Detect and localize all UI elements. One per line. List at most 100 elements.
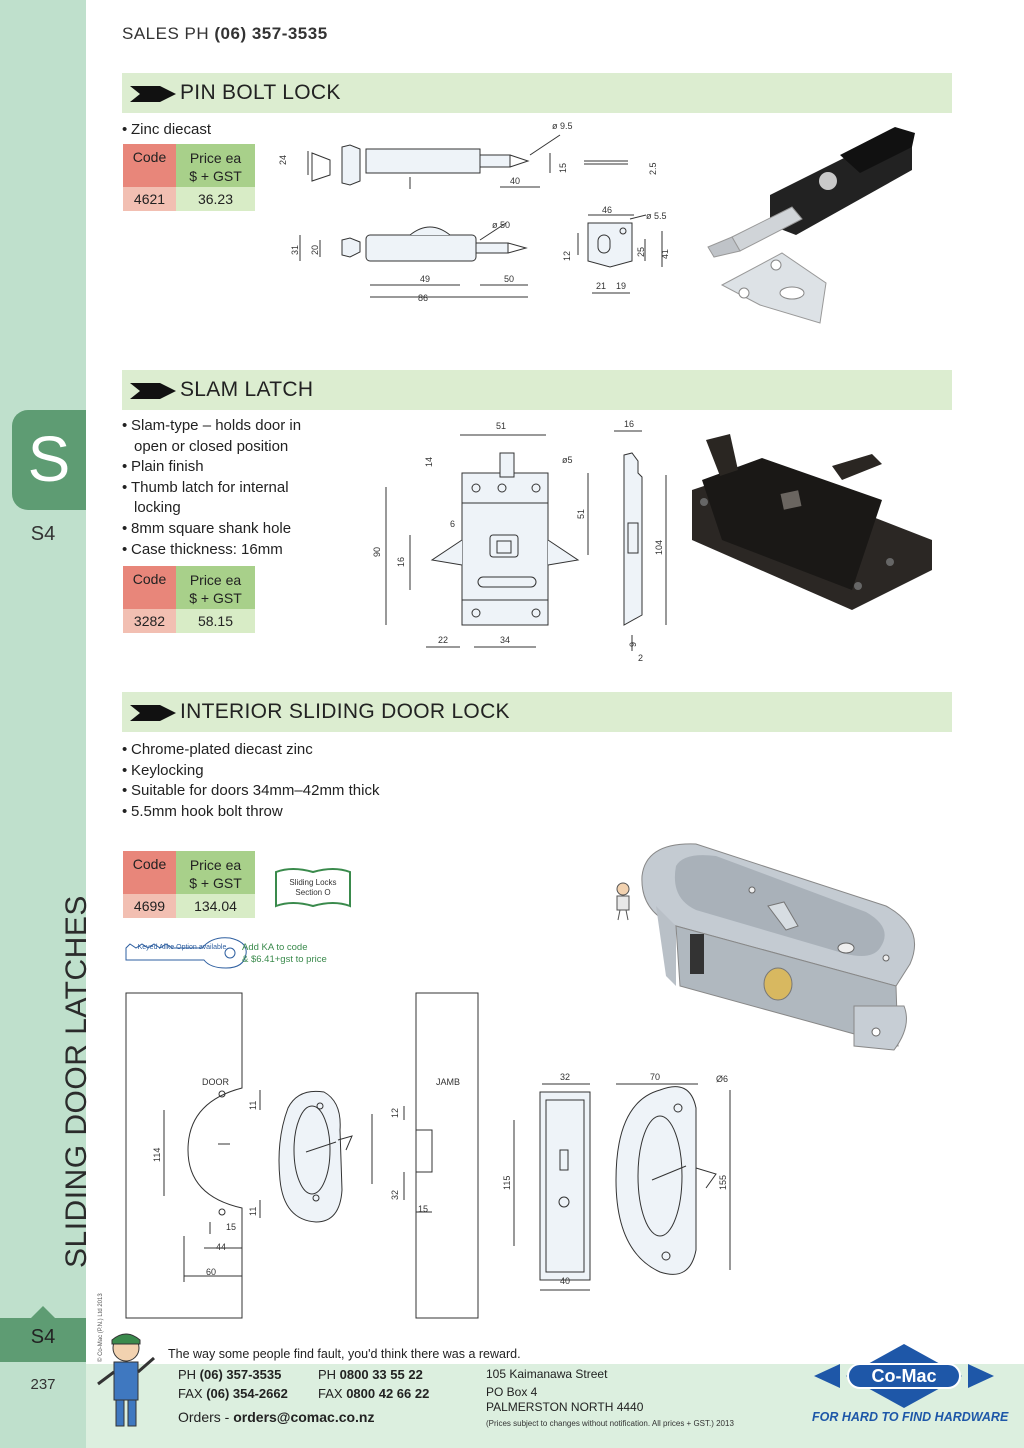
dimension-label: 25 bbox=[636, 247, 646, 257]
sidebar bbox=[0, 0, 86, 1448]
dimension-label: 11 bbox=[248, 1101, 258, 1110]
footer-tagline: The way some people find fault, you'd th… bbox=[168, 1347, 521, 1361]
dimension-label: 44 bbox=[216, 1242, 226, 1252]
feature-item: •5.5mm hook bolt throw bbox=[122, 802, 283, 820]
dimension-label: 40 bbox=[560, 1276, 570, 1286]
dimension-label: Ø6 bbox=[716, 1074, 728, 1084]
dimension-label: 6 bbox=[450, 519, 455, 529]
dimension-label: 12 bbox=[390, 1108, 400, 1118]
footer-fax-free: FAX 0800 42 66 22 bbox=[318, 1386, 430, 1401]
book-icon bbox=[275, 868, 351, 908]
dimension-label: 24 bbox=[278, 155, 288, 165]
bottom-code-tab: S4 bbox=[0, 1306, 86, 1362]
svg-text:Co-Mac: Co-Mac bbox=[871, 1366, 936, 1386]
dimension-label: 155 bbox=[718, 1175, 728, 1190]
dimension-label: 51 bbox=[576, 509, 586, 519]
section-tab[interactable]: S bbox=[12, 410, 86, 510]
dimension-label: 115 bbox=[502, 1176, 512, 1190]
feature-item: •Chrome-plated diecast zinc bbox=[122, 741, 313, 758]
dimension-label: 49 bbox=[420, 274, 430, 284]
price-header: Price ea$ + GST bbox=[176, 851, 255, 894]
feature-list: •Chrome-plated diecast zinc •Keylocking … bbox=[122, 740, 379, 822]
product-code: 4699 bbox=[123, 894, 176, 918]
price-table: Code Price ea$ + GST 3282 58.15 bbox=[123, 566, 255, 633]
section-title: PIN BOLT LOCK bbox=[180, 81, 341, 104]
sliding-locks-reference[interactable]: Sliding Locks Section O bbox=[272, 866, 354, 912]
dimension-label: 31 bbox=[290, 245, 300, 255]
dimension-label: 32 bbox=[390, 1190, 400, 1200]
section-header-sliding-door-lock: INTERIOR SLIDING DOOR LOCK bbox=[122, 692, 952, 732]
dimension-label: ø 5.5 bbox=[646, 211, 667, 221]
dimension-label: DOOR bbox=[202, 1077, 230, 1087]
sales-phone[interactable]: (06) 357-3535 bbox=[214, 24, 328, 43]
dimension-label: 16 bbox=[396, 557, 406, 567]
dimension-label: 15 bbox=[418, 1204, 428, 1214]
orders-email-link[interactable]: orders@comac.co.nz bbox=[233, 1409, 375, 1425]
arrow-icon bbox=[130, 383, 176, 399]
price-table: Code Price ea$ + GST 4621 36.23 bbox=[123, 144, 255, 211]
dimension-label: 50 bbox=[504, 274, 514, 284]
pin-bolt-drawing: ø 9.5 24 15 40 2.5 31 20 ø 50 49 50 86 4… bbox=[278, 121, 670, 303]
section-code: S4 bbox=[30, 523, 56, 545]
sales-phone-header: SALES PH (06) 357-3535 bbox=[122, 24, 328, 44]
slam-latch-photo bbox=[692, 434, 932, 610]
dimension-label: 15 bbox=[558, 163, 568, 173]
dimension-label: ø5 bbox=[562, 455, 573, 465]
price-header: Price ea$ + GST bbox=[176, 566, 255, 609]
section-title: SLAM LATCH bbox=[180, 378, 314, 401]
section-tab-letter: S bbox=[27, 423, 71, 495]
product-code: 4621 bbox=[123, 187, 176, 211]
dimension-label: JAMB bbox=[436, 1077, 460, 1087]
product-price: 134.04 bbox=[176, 894, 255, 918]
logo-tagline: FOR HARD TO FIND HARDWARE bbox=[812, 1410, 1009, 1424]
address-line: PALMERSTON NORTH 4440 bbox=[486, 1400, 644, 1414]
price-note: (Prices subject to changes without notif… bbox=[486, 1419, 734, 1428]
feature-item: locking bbox=[134, 499, 181, 517]
page-number: 237 bbox=[30, 1376, 56, 1393]
dimension-label: 114 bbox=[152, 1148, 162, 1162]
sliding-door-lock-drawing: DOOR JAMB 114 11 11 15 44 60 12 32 15 32… bbox=[125, 992, 731, 1319]
feature-list: •Zinc diecast bbox=[122, 120, 211, 141]
dimension-label: 51 bbox=[496, 421, 506, 431]
section-title: INTERIOR SLIDING DOOR LOCK bbox=[180, 700, 510, 723]
dimension-label: ø 50 bbox=[492, 220, 510, 230]
dimension-label: 41 bbox=[660, 249, 670, 259]
footer-phone-free: PH 0800 33 55 22 bbox=[318, 1367, 423, 1382]
dimension-label: ø 9.5 bbox=[552, 121, 573, 131]
feature-item: •Slam-type – holds door in bbox=[122, 417, 302, 434]
feature-item: •Keylocking bbox=[122, 761, 204, 779]
section-header-slam-latch: SLAM LATCH bbox=[122, 370, 952, 410]
address-line: PO Box 4 bbox=[486, 1385, 538, 1399]
feature-item: •Suitable for doors 34mm–42mm thick bbox=[122, 782, 380, 800]
feature-item: •Zinc diecast bbox=[122, 121, 212, 138]
price-table: Code Price ea$ + GST 4699 134.04 bbox=[123, 851, 255, 918]
code-header: Code bbox=[123, 144, 176, 187]
section-header-pin-bolt: PIN BOLT LOCK bbox=[122, 73, 952, 113]
small-mascot-icon bbox=[616, 882, 630, 921]
code-header: Code bbox=[123, 566, 176, 609]
feature-item: •Thumb latch for internal bbox=[122, 478, 289, 496]
key-icon bbox=[125, 937, 247, 969]
dimension-label: 14 bbox=[424, 457, 434, 467]
dimension-label: 70 bbox=[650, 1072, 660, 1082]
dimension-label: 104 bbox=[654, 540, 664, 555]
dimension-label: 21 bbox=[596, 281, 606, 291]
category-title: SLIDING DOOR LATCHES bbox=[60, 895, 93, 1268]
dimension-label: 40 bbox=[510, 176, 520, 186]
dimension-label: 86 bbox=[418, 293, 428, 303]
feature-item: •8mm square shank hole bbox=[122, 519, 292, 537]
dimension-label: 60 bbox=[206, 1267, 216, 1277]
product-code: 3282 bbox=[123, 609, 176, 633]
dimension-label: 22 bbox=[438, 635, 448, 645]
product-price: 58.15 bbox=[176, 609, 255, 633]
bottom-code: S4 bbox=[30, 1326, 56, 1348]
mascot-illustration bbox=[97, 1333, 155, 1427]
dimension-label: 90 bbox=[372, 547, 382, 557]
dimension-label: 15 bbox=[226, 1222, 236, 1232]
pin-bolt-lock-photo bbox=[707, 127, 915, 324]
keyed-alike-tag: Keyed Alike Option available bbox=[122, 930, 252, 976]
slam-latch-drawing: 51 14 ø5 6 90 16 51 22 34 16 104 9 2 bbox=[372, 419, 667, 663]
sales-label: SALES PH bbox=[122, 24, 215, 43]
dimension-label: 46 bbox=[602, 205, 612, 215]
comac-logo[interactable]: Co-Mac bbox=[812, 1342, 996, 1410]
